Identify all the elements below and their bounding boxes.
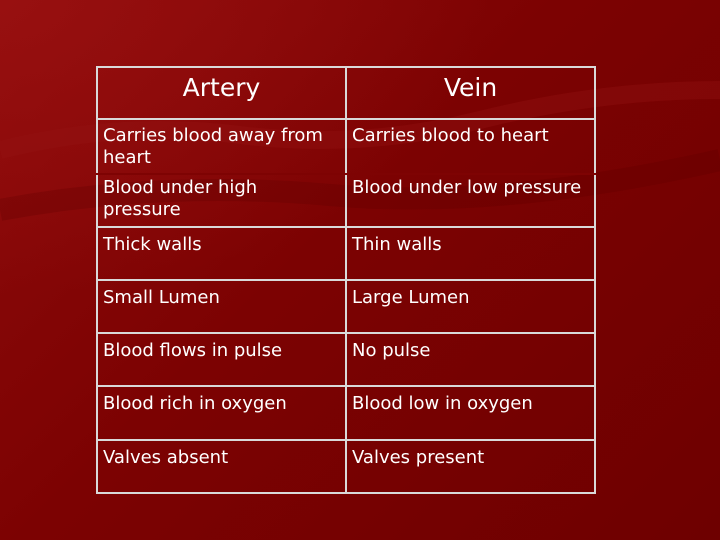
vein-cell: Carries blood to heart: [345, 118, 596, 176]
table-row: Thick walls Thin walls: [96, 225, 596, 281]
vein-cell: Thin walls: [345, 225, 596, 281]
header-vein: Vein: [345, 65, 596, 121]
artery-cell: Thick walls: [96, 225, 347, 281]
vein-cell: No pulse: [345, 332, 596, 388]
artery-vein-comparison-table: Artery Vein Carries blood away from hear…: [96, 65, 596, 495]
artery-cell: Carries blood away from heart: [96, 118, 347, 176]
comparison-table-container: Artery Vein Carries blood away from hear…: [96, 65, 596, 495]
vein-cell: Valves present: [345, 438, 596, 495]
table-row: Blood rich in oxygen Blood low in oxygen: [96, 385, 596, 441]
vein-cell: Blood low in oxygen: [345, 385, 596, 441]
vein-cell: Large Lumen: [345, 278, 596, 335]
artery-cell: Small Lumen: [96, 278, 347, 335]
table-row: Valves absent Valves present: [96, 438, 596, 495]
table-row: Small Lumen Large Lumen: [96, 278, 596, 335]
table-row: Blood flows in pulse No pulse: [96, 332, 596, 388]
table-row: Blood under high pressure Blood under lo…: [96, 173, 596, 228]
header-artery: Artery: [96, 65, 347, 121]
artery-cell: Valves absent: [96, 438, 347, 495]
table-header-row: Artery Vein: [96, 65, 596, 121]
table-row: Carries blood away from heart Carries bl…: [96, 118, 596, 176]
artery-cell: Blood rich in oxygen: [96, 385, 347, 441]
vein-cell: Blood under low pressure: [345, 173, 596, 228]
artery-cell: Blood under high pressure: [96, 173, 347, 228]
artery-cell: Blood flows in pulse: [96, 332, 347, 388]
